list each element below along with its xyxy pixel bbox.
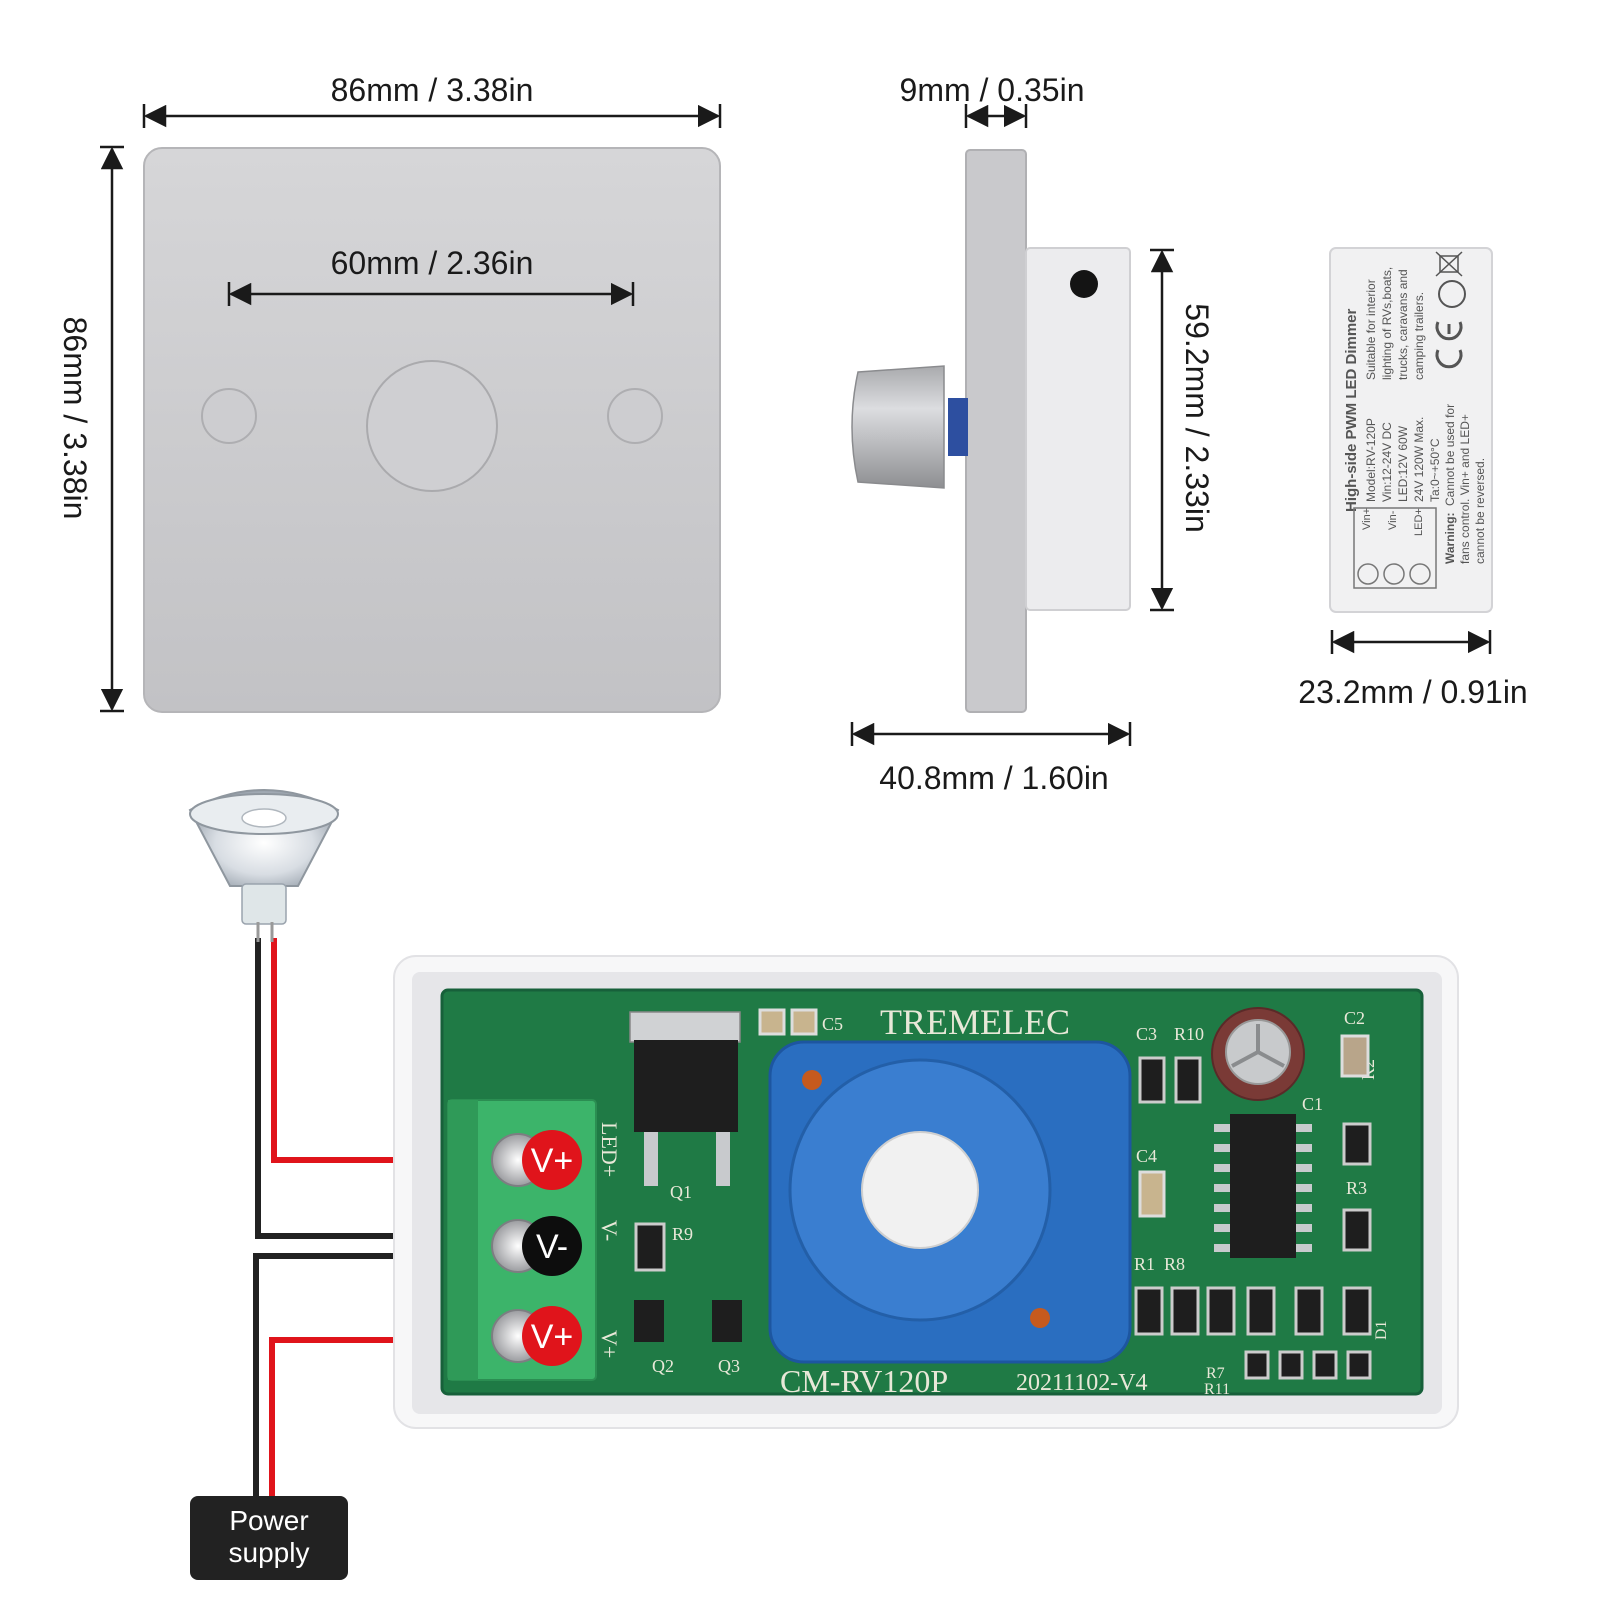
silk-r8: R8 xyxy=(1164,1254,1185,1274)
rohs-icon xyxy=(1438,280,1466,308)
mosfet-q1-tab xyxy=(629,1011,741,1043)
badge-top-label: V+ xyxy=(531,1142,574,1180)
label-spec-1: Model:RV-120P xyxy=(1364,418,1378,502)
label-desc-4: camping trailers. xyxy=(1412,292,1426,380)
power-supply: Power supply xyxy=(190,1496,348,1580)
label-screw-icon xyxy=(1409,563,1431,585)
label-terminal-box xyxy=(1353,507,1437,589)
silk-c3: C3 xyxy=(1136,1024,1157,1044)
module-width-label: 23.2mm / 0.91in xyxy=(1298,674,1527,710)
label-terminal-vin-minus: Vin- xyxy=(1387,510,1399,530)
label-desc-1: Suitable for interior xyxy=(1364,279,1378,380)
silk-c4: C4 xyxy=(1136,1146,1157,1166)
knob-spacing-label: 60mm / 2.36in xyxy=(331,245,534,281)
silk-v-minus: V- xyxy=(597,1220,622,1241)
badge-top xyxy=(522,1130,582,1190)
body-height-label: 59.2mm / 2.33in xyxy=(1179,303,1215,532)
badge-bottom-label: V+ xyxy=(531,1318,574,1356)
screw-cap-right xyxy=(607,388,663,444)
label-desc-2: lighting of RVs,boats, xyxy=(1380,267,1394,380)
resistor-r9 xyxy=(634,1222,666,1272)
pcb-brand: TREMELEC xyxy=(880,1002,1070,1042)
silk-r10: R10 xyxy=(1174,1024,1204,1044)
transistor-q2 xyxy=(634,1300,664,1342)
badge-middle-label: V- xyxy=(536,1228,568,1266)
label-spec-5: Ta:0~+50°C xyxy=(1428,438,1442,502)
silk-c2: C2 xyxy=(1344,1008,1365,1028)
silk-r11: R11 xyxy=(1204,1381,1230,1398)
label-warning-1: Cannot be used for xyxy=(1443,404,1457,506)
label-spec-2: Vin:12-24V DC xyxy=(1380,422,1394,502)
label-warning-title: Warning: xyxy=(1443,512,1457,564)
weee-bin-icon xyxy=(1435,251,1463,277)
pcb-version: 20211102-V4 xyxy=(1016,1370,1148,1396)
silk-c1: C1 xyxy=(1302,1094,1323,1114)
module-label-view: High-side PWM LED Dimmer Suitable for in… xyxy=(1298,247,1528,710)
label-warning-3: cannot be reversed. xyxy=(1473,458,1487,564)
power-supply-line1: Power xyxy=(229,1505,308,1536)
badge-bottom xyxy=(522,1306,582,1366)
halogen-lamp xyxy=(188,789,340,942)
silk-r1: R1 xyxy=(1134,1254,1155,1274)
ic-chip xyxy=(1230,1114,1296,1258)
silk-v-plus: V+ xyxy=(597,1330,622,1358)
plate-depth-label: 9mm / 0.35in xyxy=(900,72,1085,108)
dimmer-knob[interactable] xyxy=(366,360,498,492)
side-plate xyxy=(965,149,1027,713)
label-title: High-side PWM LED Dimmer xyxy=(1343,308,1360,512)
lamp-base xyxy=(241,883,287,925)
mounting-hole xyxy=(1070,270,1098,298)
label-screw-icon xyxy=(1383,563,1405,585)
silk-q1: Q1 xyxy=(670,1182,692,1202)
silk-q3: Q3 xyxy=(718,1356,740,1376)
front-height-label: 86mm / 3.38in xyxy=(57,317,93,520)
side-knob[interactable] xyxy=(851,365,945,489)
terminal-badges: V+ V- V+ xyxy=(522,1130,582,1366)
silk-led-plus: LED+ xyxy=(597,1122,622,1177)
label-screw-icon xyxy=(1357,563,1379,585)
ce-mark-icon xyxy=(1435,321,1463,369)
label-terminal-led-plus: LED+ xyxy=(1413,508,1425,536)
silk-q2: Q2 xyxy=(652,1356,674,1376)
silk-r7: R7 xyxy=(1206,1365,1225,1382)
label-desc-3: trucks, caravans and xyxy=(1396,269,1410,380)
power-supply-line2: supply xyxy=(229,1537,310,1568)
front-width-label: 86mm / 3.38in xyxy=(331,72,534,108)
front-view: 86mm / 3.38in 86mm / 3.38in 60mm / 2.36i… xyxy=(57,72,722,713)
screw-cap-left xyxy=(201,388,257,444)
silk-c5: C5 xyxy=(822,1014,843,1034)
power-supply-box xyxy=(190,1496,348,1580)
resistor-row xyxy=(1134,1034,1372,1380)
side-body xyxy=(1025,247,1131,611)
silk-r9: R9 xyxy=(672,1224,693,1244)
total-depth-label: 40.8mm / 1.60in xyxy=(879,760,1108,796)
knob-shaft xyxy=(948,398,968,456)
side-view: 9mm / 0.35in 59.2mm / 2.33in 40.8mm / 1.… xyxy=(850,72,1215,796)
silk-d1: D1 xyxy=(1373,1320,1390,1340)
pcb-model: CM-RV120P xyxy=(780,1363,948,1399)
label-terminal-vin-plus: Vin+ xyxy=(1361,508,1373,530)
pot-shaft[interactable] xyxy=(861,1131,979,1249)
silk-r3: R3 xyxy=(1346,1178,1367,1198)
label-warning-2: fans control. Vin+ and LED+ xyxy=(1458,414,1472,564)
badge-middle xyxy=(522,1216,582,1276)
label-spec-3: LED:12V 60W xyxy=(1396,425,1410,502)
mosfet-q1 xyxy=(634,1040,738,1132)
transistor-q3 xyxy=(712,1300,742,1342)
label-spec-4: 24V 120W Max. xyxy=(1412,417,1426,502)
